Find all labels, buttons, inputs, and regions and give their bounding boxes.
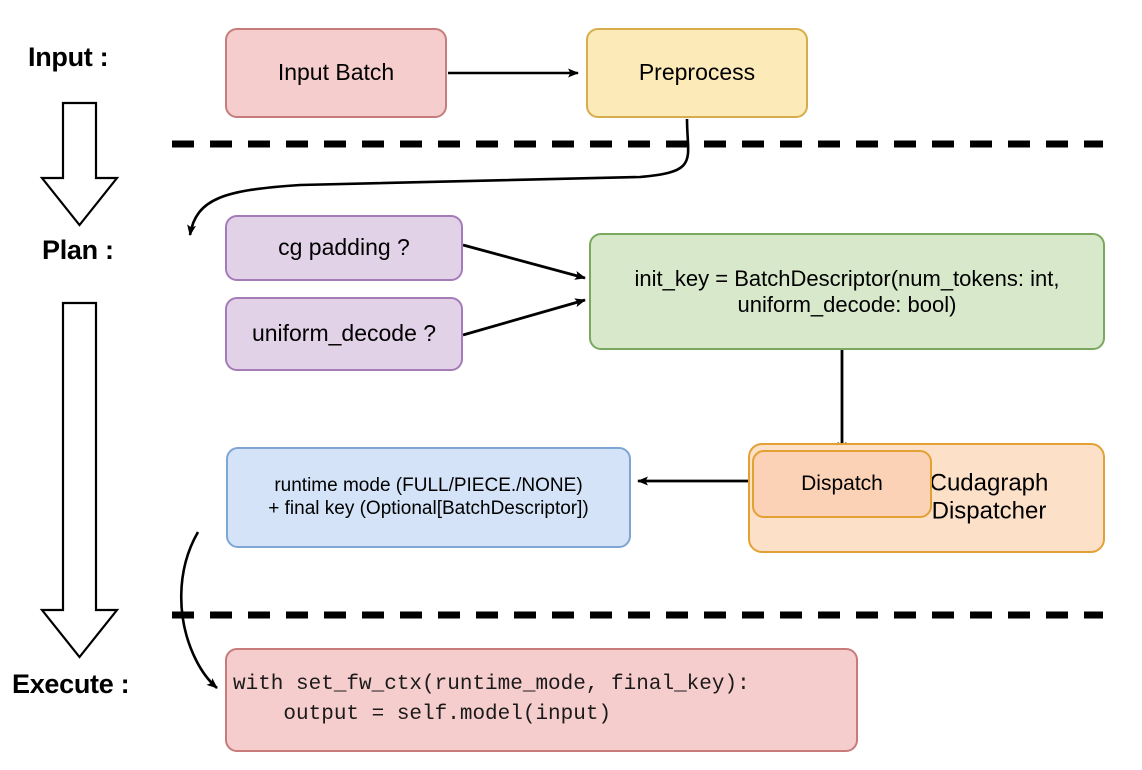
node-uniform-decode[interactable]: uniform_decode ? bbox=[225, 297, 463, 371]
plan-to-execute-arrow bbox=[39, 301, 120, 659]
stage-label-input: Input : bbox=[28, 42, 109, 72]
node-preprocess-label: Preprocess bbox=[638, 59, 756, 86]
edge-runtime-mode-to-execute-code bbox=[179, 531, 218, 689]
node-cudagraph-dispatcher-line1: Cudagraph bbox=[929, 469, 1049, 497]
node-cg-padding[interactable]: cg padding ? bbox=[225, 215, 463, 281]
node-init-key-line1: init_key = BatchDescriptor(num_tokens: i… bbox=[634, 265, 1060, 291]
node-dispatch-label: Dispatch bbox=[801, 471, 883, 495]
node-uniform-decode-label: uniform_decode ? bbox=[251, 320, 437, 347]
edge-uniform-decode-to-init-key bbox=[462, 298, 586, 337]
node-preprocess[interactable]: Preprocess bbox=[586, 28, 808, 118]
node-cg-padding-label: cg padding ? bbox=[278, 234, 410, 261]
stage-label-plan: Plan : bbox=[42, 235, 114, 265]
node-init-key-line2: uniform_decode: bool) bbox=[737, 291, 957, 317]
node-input-batch-label: Input Batch bbox=[277, 59, 395, 86]
edge-cg-padding-to-init-key bbox=[462, 243, 586, 280]
stage-label-execute: Execute : bbox=[12, 669, 130, 699]
node-runtime-mode[interactable]: runtime mode (FULL/PIECE./NONE) + final … bbox=[226, 447, 631, 548]
node-runtime-mode-line1: runtime mode (FULL/PIECE./NONE) bbox=[274, 475, 583, 497]
node-dispatch[interactable]: Dispatch bbox=[752, 450, 932, 518]
node-execute-code-text: with set_fw_ctx(runtime_mode, final_key)… bbox=[233, 672, 750, 726]
node-execute-code[interactable]: with set_fw_ctx(runtime_mode, final_key)… bbox=[225, 648, 858, 752]
node-runtime-mode-line2: + final key (Optional[BatchDescriptor]) bbox=[268, 497, 589, 519]
node-init-key[interactable]: init_key = BatchDescriptor(num_tokens: i… bbox=[589, 233, 1105, 350]
node-cudagraph-dispatcher-line2: Dispatcher bbox=[931, 498, 1047, 525]
input-to-plan-arrow bbox=[39, 101, 120, 227]
edge-preprocess-to-cg-padding bbox=[187, 118, 690, 236]
node-input-batch[interactable]: Input Batch bbox=[225, 28, 447, 118]
